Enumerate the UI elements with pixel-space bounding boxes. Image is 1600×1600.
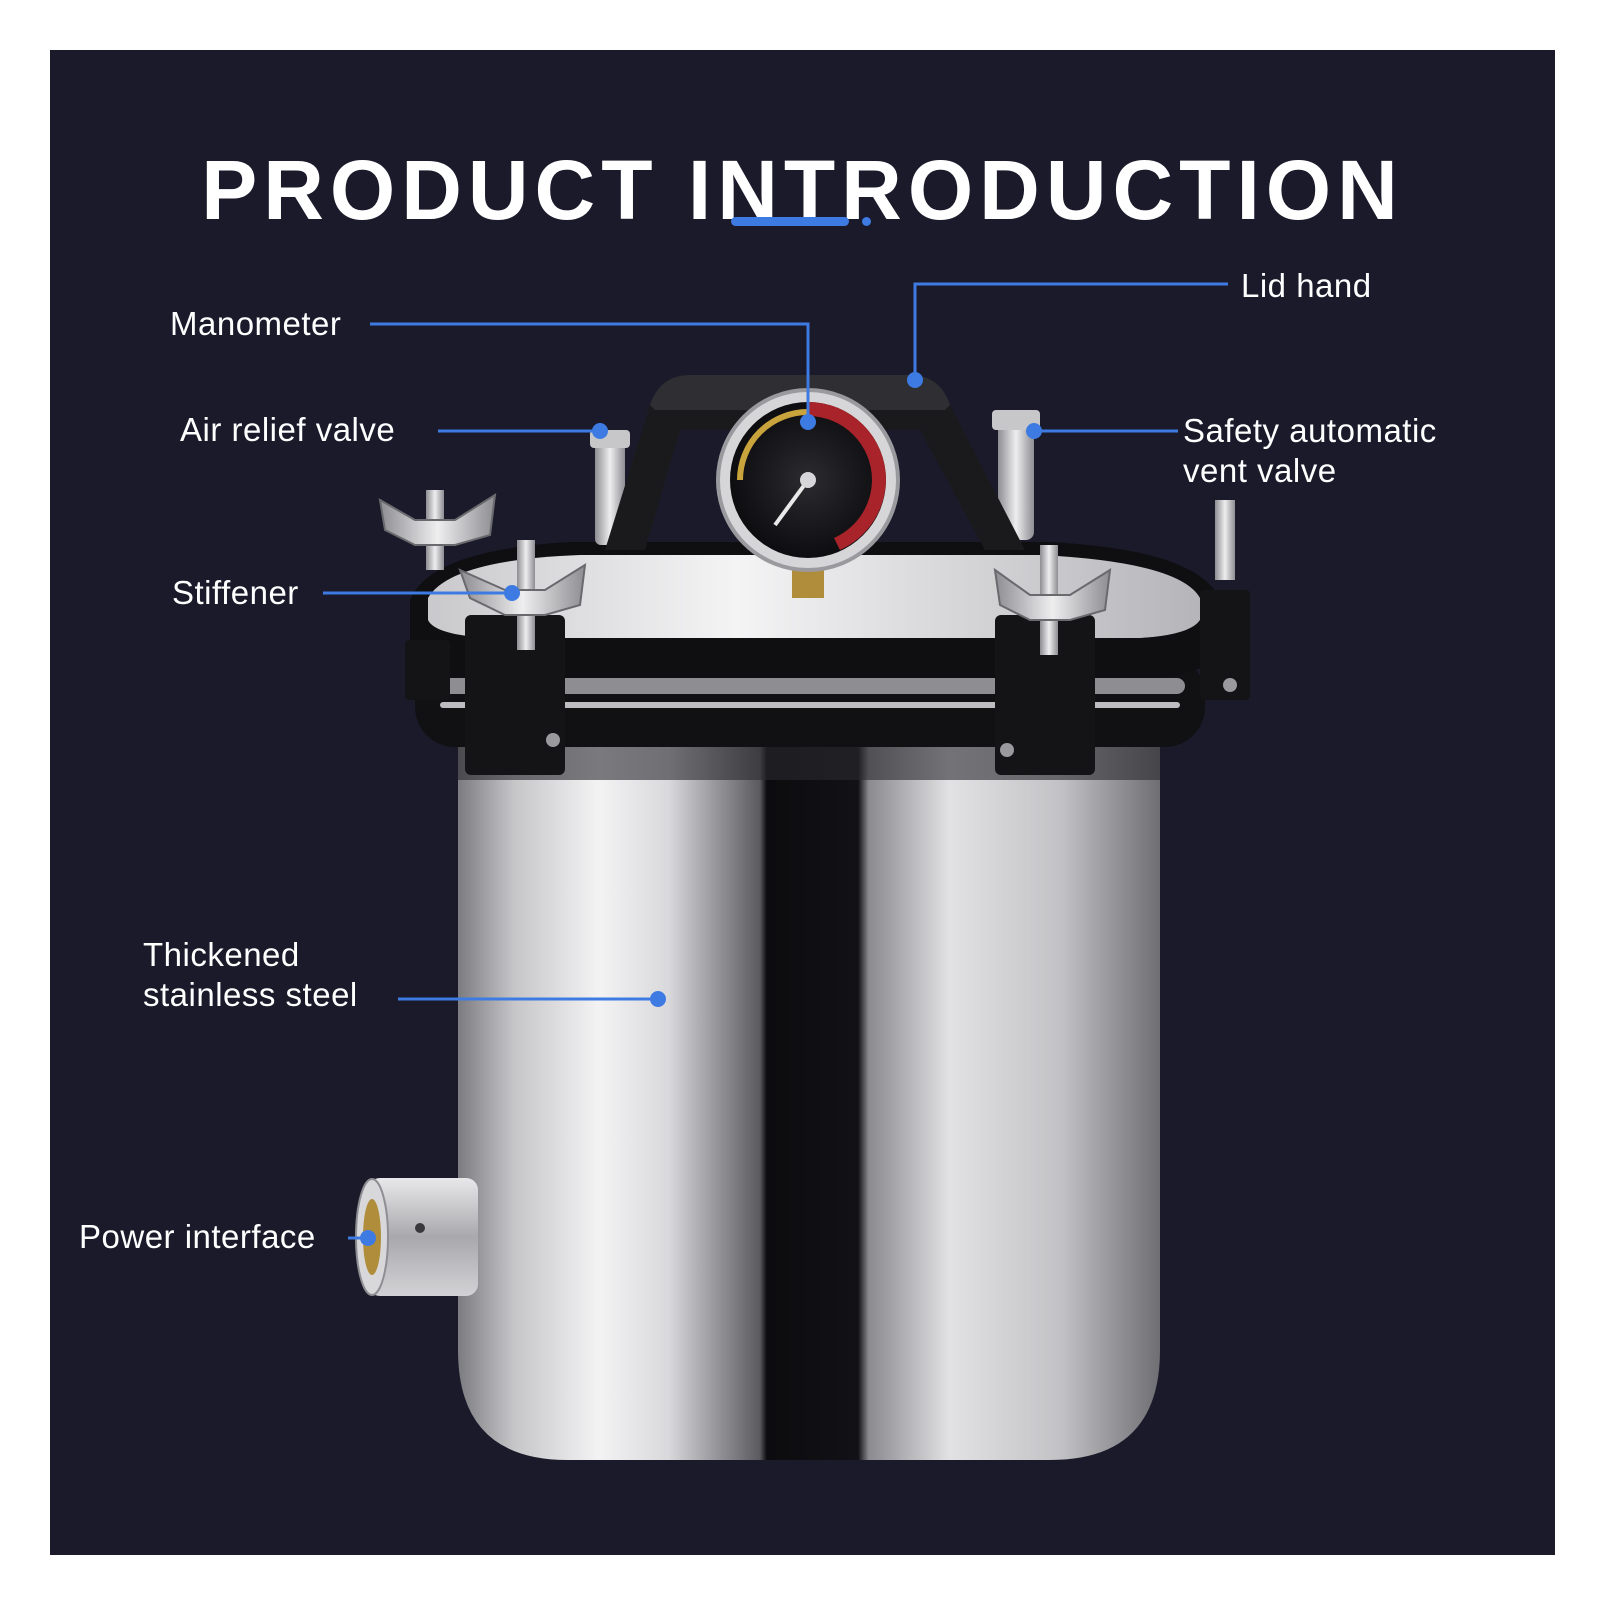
label-stiffener: Stiffener — [172, 574, 299, 611]
pressure-gauge-icon — [716, 388, 900, 598]
label-safety-vent-valve: Safety automatic vent valve — [1183, 411, 1437, 490]
label-power-interface: Power interface — [79, 1218, 316, 1255]
label-manometer: Manometer — [170, 305, 342, 342]
product-panel: PRODUCT INTRODUCTION — [50, 50, 1555, 1555]
title-underline — [731, 217, 849, 226]
label-stainless-steel-line2: stainless steel — [143, 975, 358, 1013]
label-safety-vent-valve-line1: Safety automatic — [1183, 412, 1437, 449]
label-stainless-steel-line1: Thickened — [143, 936, 300, 973]
title-underline-dot — [862, 217, 871, 226]
label-lid-hand: Lid hand — [1241, 267, 1372, 304]
label-stainless-steel: Thickened stainless steel — [143, 935, 358, 1014]
label-air-relief-valve: Air relief valve — [180, 411, 396, 448]
pressure-sterilizer-image — [323, 282, 1250, 1460]
label-safety-vent-valve-line2: vent valve — [1183, 451, 1337, 489]
